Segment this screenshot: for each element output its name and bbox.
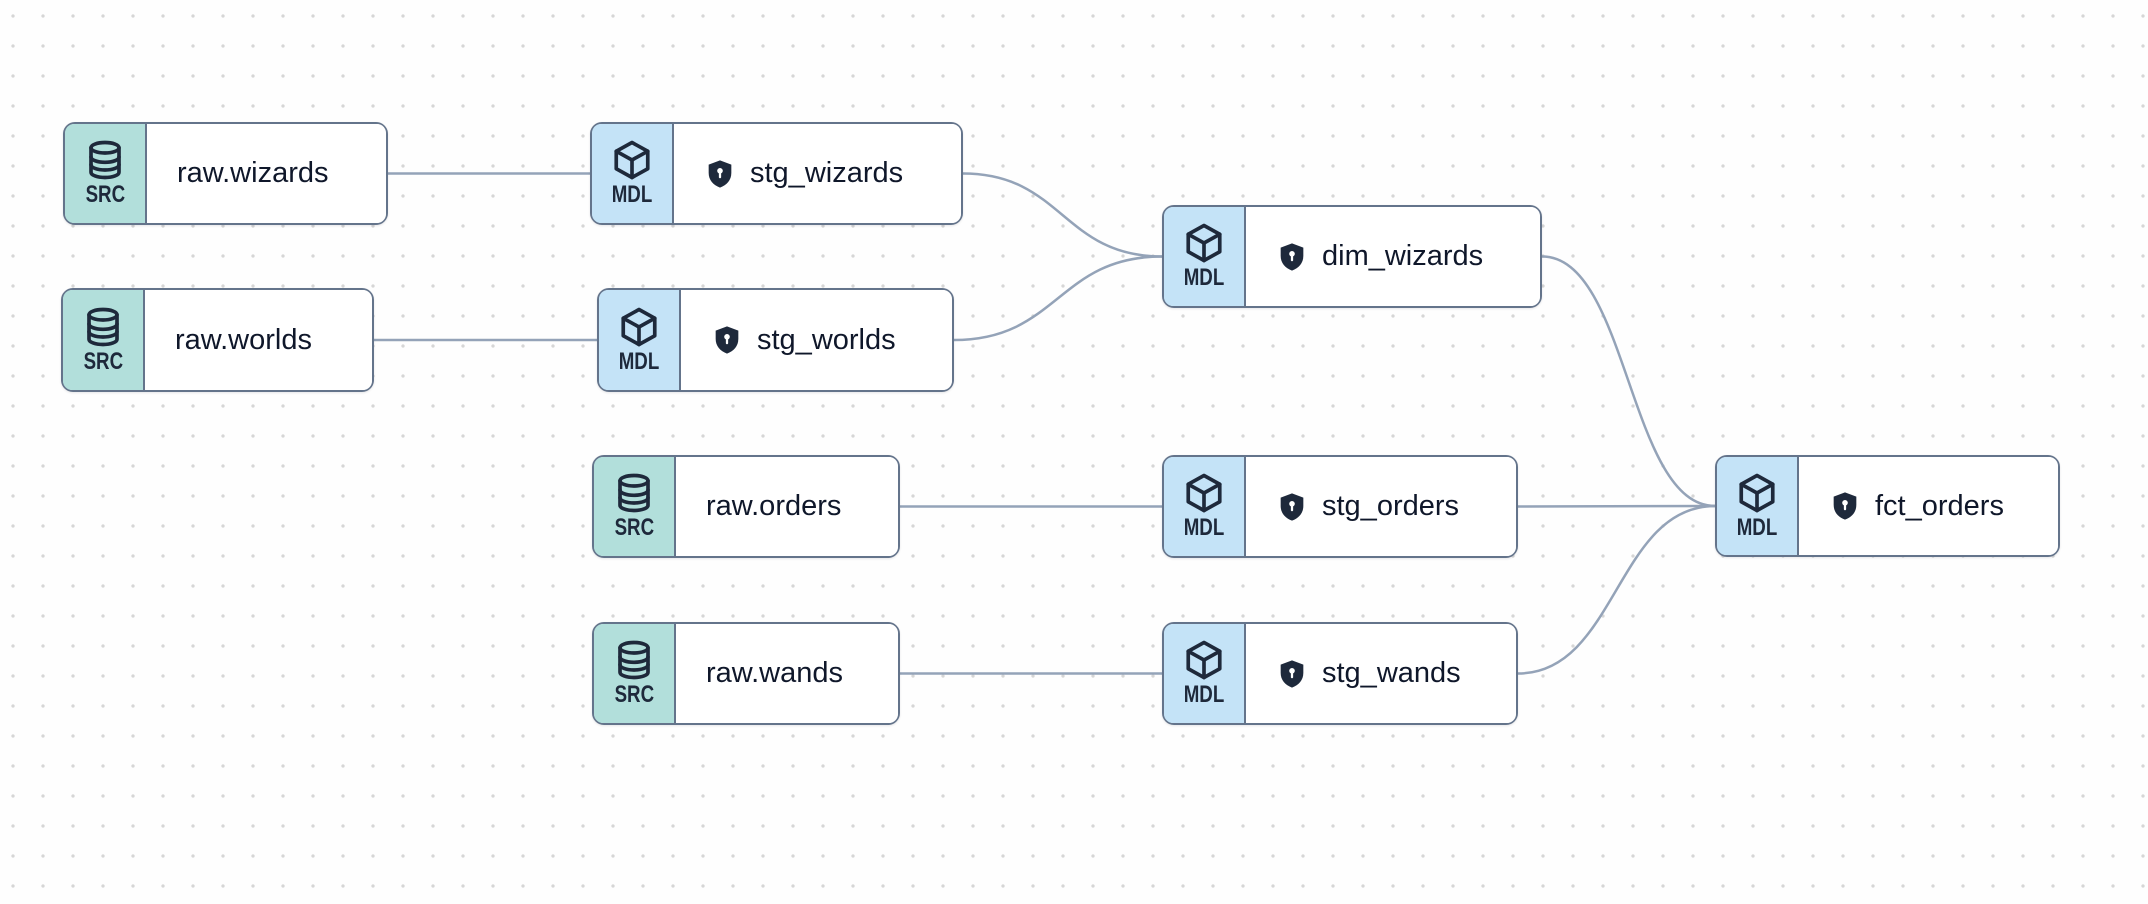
node-stg-wizards[interactable]: MDL stg_wizards <box>590 122 963 225</box>
node-body: stg_wizards <box>674 124 961 223</box>
model-type-badge: MDL <box>592 124 674 223</box>
node-fct-orders[interactable]: MDL fct_orders <box>1715 455 2060 557</box>
node-label: fct_orders <box>1875 489 2004 522</box>
cube-icon <box>1183 472 1225 514</box>
source-type-badge: SRC <box>594 457 676 556</box>
database-icon <box>82 306 124 348</box>
node-body: stg_orders <box>1246 457 1516 556</box>
node-type-label: MDL <box>618 347 660 375</box>
node-type-label: SRC <box>614 514 654 542</box>
shield-icon <box>1276 657 1308 691</box>
shield-icon <box>711 323 743 357</box>
node-label: raw.orders <box>706 490 842 522</box>
node-type-label: MDL <box>1183 514 1225 542</box>
node-body: stg_wands <box>1246 624 1516 723</box>
model-type-badge: MDL <box>1717 457 1799 555</box>
model-type-badge: MDL <box>599 290 681 390</box>
node-label: stg_worlds <box>757 323 896 356</box>
model-type-badge: MDL <box>1164 457 1246 556</box>
shield-icon <box>1829 489 1861 523</box>
database-icon <box>613 639 655 681</box>
database-icon <box>613 472 655 514</box>
node-type-label: SRC <box>83 347 123 375</box>
node-type-label: SRC <box>614 681 654 709</box>
cube-icon <box>1183 222 1225 264</box>
cube-icon <box>1736 472 1778 514</box>
shield-icon <box>704 157 736 191</box>
node-body: raw.wizards <box>147 124 386 223</box>
node-stg-worlds[interactable]: MDL stg_worlds <box>597 288 954 392</box>
edge-stg-worlds-to-dim-wizards <box>953 255 1163 342</box>
node-label: stg_wands <box>1322 657 1461 689</box>
model-type-badge: MDL <box>1164 207 1246 306</box>
node-label: raw.worlds <box>175 323 312 356</box>
node-type-label: MDL <box>611 181 653 209</box>
node-label: raw.wizards <box>177 157 329 189</box>
node-type-label: MDL <box>1736 513 1778 541</box>
node-label: raw.wands <box>706 657 844 689</box>
node-type-label: SRC <box>85 181 125 209</box>
node-type-label: MDL <box>1183 681 1225 709</box>
node-type-label: MDL <box>1183 264 1225 292</box>
edge-stg-wizards-to-dim-wizards <box>962 172 1163 258</box>
node-body: stg_worlds <box>681 290 952 390</box>
node-stg-orders[interactable]: MDL stg_orders <box>1162 455 1518 558</box>
node-stg-wands[interactable]: MDL stg_wands <box>1162 622 1518 725</box>
node-body: fct_orders <box>1799 457 2058 555</box>
node-dim-wizards[interactable]: MDL dim_wizards <box>1162 205 1542 308</box>
database-icon <box>84 139 126 181</box>
node-raw-wands[interactable]: SRC raw.wands <box>592 622 900 725</box>
node-raw-wizards[interactable]: SRC raw.wizards <box>63 122 388 225</box>
source-type-badge: SRC <box>65 124 147 223</box>
source-type-badge: SRC <box>63 290 145 390</box>
node-body: raw.orders <box>676 457 898 556</box>
node-raw-orders[interactable]: SRC raw.orders <box>592 455 900 558</box>
cube-icon <box>611 139 653 181</box>
node-body: dim_wizards <box>1246 207 1540 306</box>
edge-stg-wands-to-fct-orders <box>1517 504 1716 675</box>
edge-dim-wizards-to-fct-orders <box>1541 255 1716 508</box>
cube-icon <box>618 306 660 348</box>
shield-icon <box>1276 240 1308 274</box>
edge-stg-orders-to-fct-orders <box>1517 504 1716 508</box>
source-type-badge: SRC <box>594 624 676 723</box>
cube-icon <box>1183 639 1225 681</box>
node-body: raw.wands <box>676 624 898 723</box>
node-raw-worlds[interactable]: SRC raw.worlds <box>61 288 374 392</box>
node-label: stg_orders <box>1322 490 1460 522</box>
node-body: raw.worlds <box>145 290 372 390</box>
model-type-badge: MDL <box>1164 624 1246 723</box>
shield-icon <box>1276 490 1308 524</box>
node-label: stg_wizards <box>750 157 904 189</box>
node-label: dim_wizards <box>1322 240 1484 272</box>
